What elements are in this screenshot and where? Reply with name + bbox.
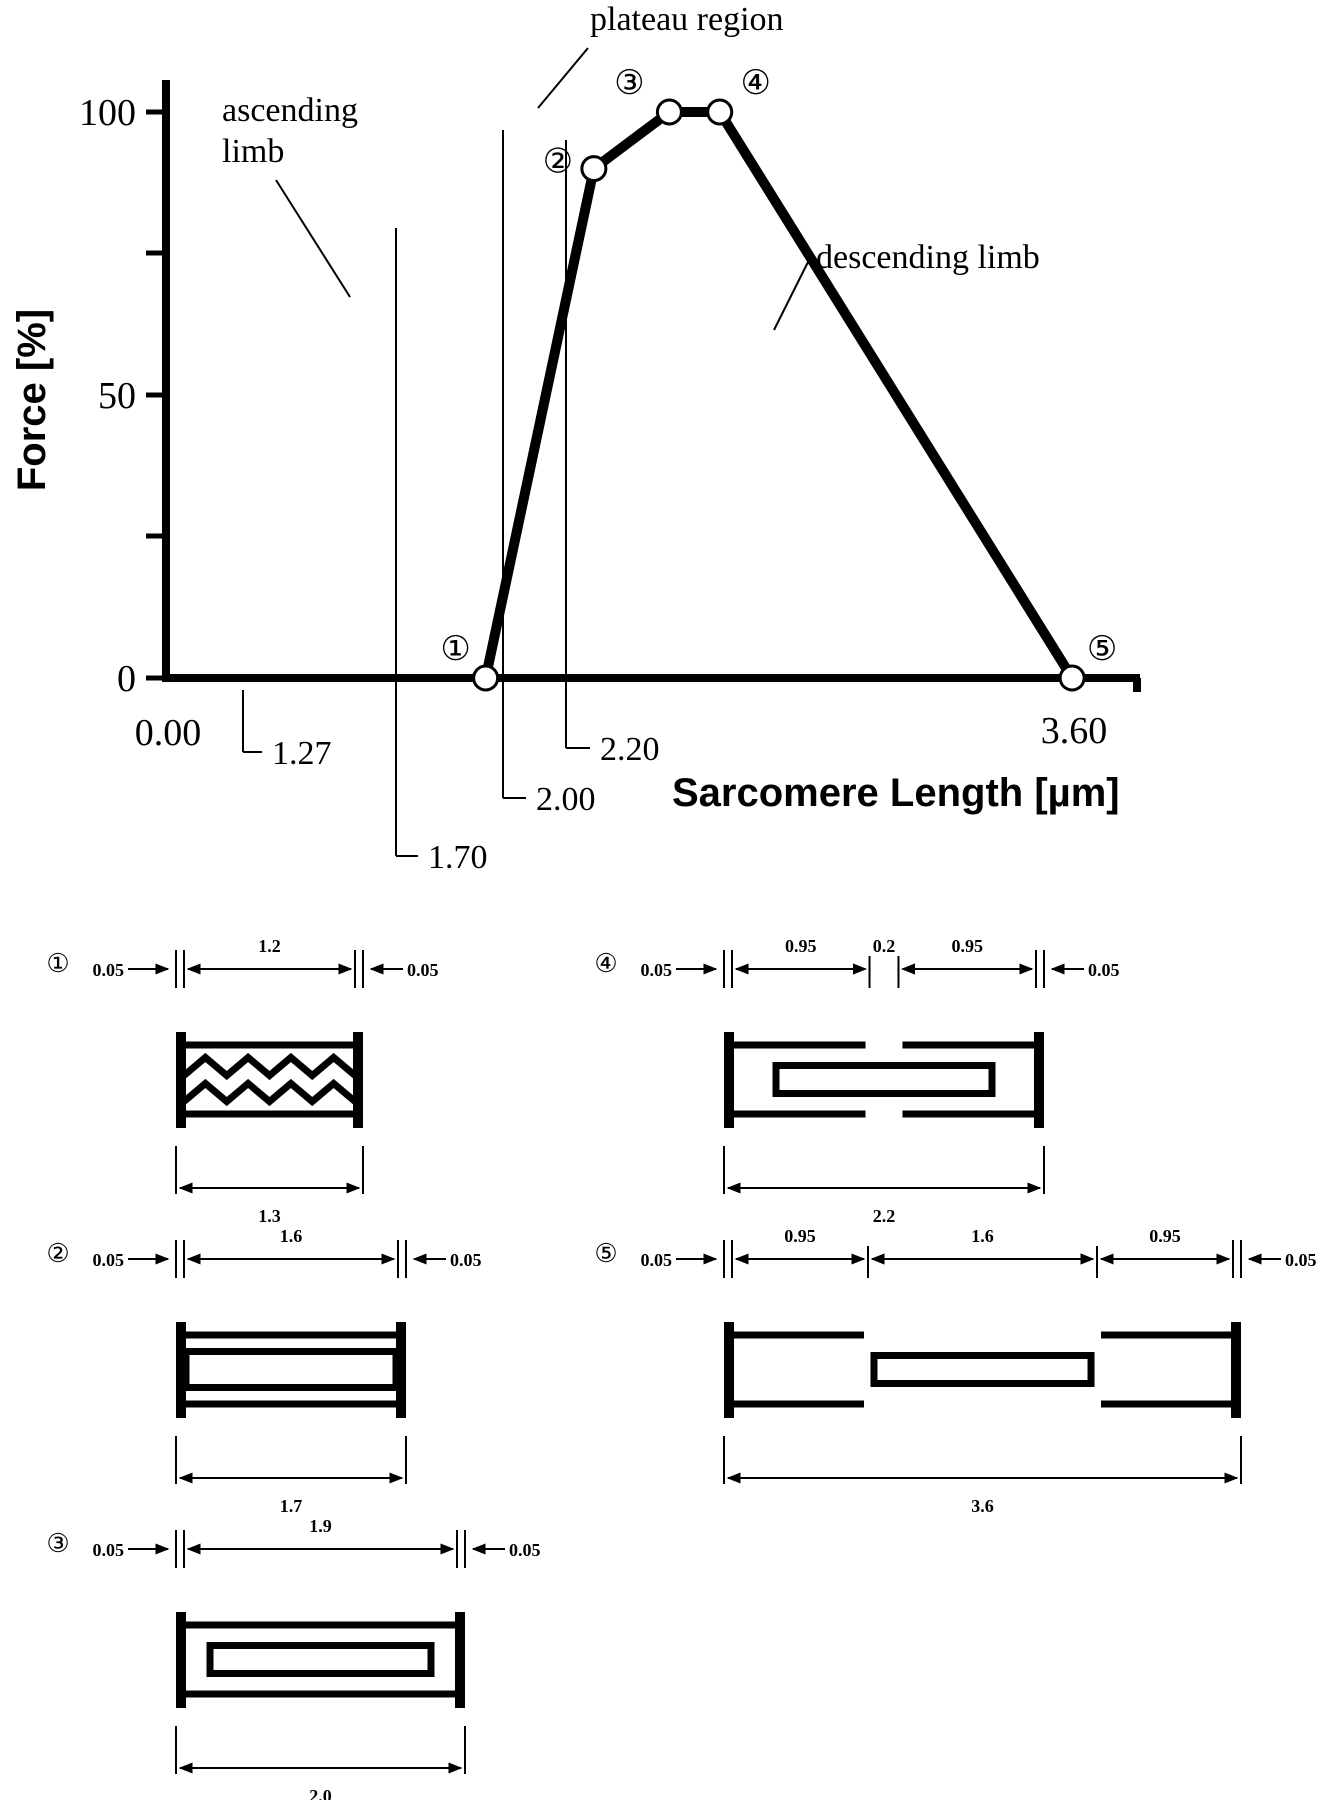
diagram-label: ③ [46, 1529, 69, 1558]
z-width-left: 0.05 [93, 1540, 125, 1560]
diagram-label: ⑤ [594, 1239, 617, 1268]
x-tick-label-start: 0.00 [135, 712, 202, 754]
thick-filament [206, 1642, 435, 1677]
z-band-left [724, 1322, 734, 1418]
y-tick-label-0: 0 [117, 658, 136, 700]
z-band-right [1231, 1322, 1241, 1418]
z-width-right: 0.05 [509, 1540, 541, 1560]
descending-leader [773, 261, 809, 331]
plot-layer: ① ② ③ ④ ⑤ [440, 65, 1117, 692]
z-band-left [176, 1032, 186, 1128]
point-label-1: ① [440, 631, 470, 668]
y-tick-label-100: 100 [79, 92, 136, 134]
z-band-left [724, 1032, 734, 1128]
total-label: 1.3 [258, 1206, 281, 1226]
z-band-left [176, 1322, 186, 1418]
marker-label-2-00: 2.00 [536, 781, 596, 818]
y-tick-label-50: 50 [98, 375, 136, 417]
diagram-label: ② [46, 1239, 69, 1268]
seg-label-0: 0.95 [785, 936, 817, 956]
force-length-line [480, 107, 1077, 681]
z-width-right: 0.05 [450, 1250, 482, 1270]
seg-label-1: 1.6 [971, 1226, 994, 1246]
z-width-left: 0.05 [641, 1250, 673, 1270]
total-label: 2.2 [873, 1206, 896, 1226]
ascending-label-line2: limb [222, 133, 284, 170]
seg-label-1: 0.2 [873, 936, 896, 956]
thick-filament [772, 1062, 996, 1097]
total-label: 1.7 [280, 1496, 303, 1516]
diagram-label: ④ [594, 949, 617, 978]
z-band-right [455, 1612, 465, 1708]
sarcomere-diagrams: ① 0.05 0.05 1.2 1.3 ② 0.05 0.05 1.6 1.7 ③ 0.05 0.05 1… [46, 936, 1316, 1800]
span-label: 1.9 [309, 1516, 332, 1536]
data-point-1 [472, 664, 500, 692]
z-band-right [396, 1322, 406, 1418]
descending-label: descending limb [816, 239, 1040, 276]
thick-filament [182, 1348, 400, 1391]
diagram-1: ① 0.05 0.05 1.2 1.3 [46, 936, 438, 1226]
diagram-2: ② 0.05 0.05 1.6 1.7 [46, 1226, 481, 1516]
span-label: 1.6 [280, 1226, 303, 1246]
span-label: 1.2 [258, 936, 281, 956]
force-length-chart: 100 50 0 Force [%] 0.00 3.60 Sarcomere L… [10, 1, 1141, 876]
z-width-left: 0.05 [641, 960, 673, 980]
diagram-3: ③ 0.05 0.05 1.9 2.0 [46, 1516, 540, 1800]
buckled-thick-filament-0 [181, 1052, 358, 1081]
plateau-label: plateau region [590, 1, 784, 38]
seg-label-0: 0.95 [784, 1226, 816, 1246]
diagram-4: ④ 0.05 0.05 0.95 0.2 0.95 2.2 [594, 936, 1119, 1226]
x-axis-title: Sarcomere Length [µm] [672, 771, 1120, 815]
diagram-label: ① [46, 949, 69, 978]
z-width-right: 0.05 [407, 960, 439, 980]
z-width-right: 0.05 [1285, 1250, 1317, 1270]
z-band-right [353, 1032, 363, 1128]
total-label: 3.6 [971, 1496, 994, 1516]
marker-label-1-70: 1.70 [428, 839, 488, 876]
marker-label-2-20: 2.20 [600, 731, 660, 768]
plateau-leader [537, 47, 589, 109]
z-width-left: 0.05 [93, 960, 125, 980]
diagram-5: ⑤ 0.05 0.05 0.95 1.6 0.95 3.6 [594, 1226, 1316, 1516]
point-label-3: ③ [614, 65, 644, 102]
point-label-4: ④ [740, 65, 770, 102]
z-band-left [176, 1612, 186, 1708]
total-label: 2.0 [309, 1786, 332, 1800]
data-point-4 [706, 98, 734, 126]
data-point-3 [655, 98, 683, 126]
point-label-5: ⑤ [1087, 631, 1117, 668]
ascending-label-line1: ascending [222, 92, 358, 129]
thick-filament [870, 1352, 1095, 1387]
point-label-2: ② [543, 144, 573, 181]
z-width-right: 0.05 [1088, 960, 1120, 980]
z-width-left: 0.05 [93, 1250, 125, 1270]
marker-label-1-27: 1.27 [272, 735, 332, 772]
z-band-right [1034, 1032, 1044, 1128]
buckled-thick-filament-1 [181, 1078, 358, 1107]
ascending-leader [275, 179, 351, 298]
y-axis-title: Force [%] [10, 309, 54, 491]
x-tick-label-end: 3.60 [1041, 710, 1108, 752]
seg-label-2: 0.95 [951, 936, 983, 956]
data-point-5 [1058, 664, 1086, 692]
seg-label-2: 0.95 [1149, 1226, 1181, 1246]
data-point-2 [580, 155, 608, 183]
